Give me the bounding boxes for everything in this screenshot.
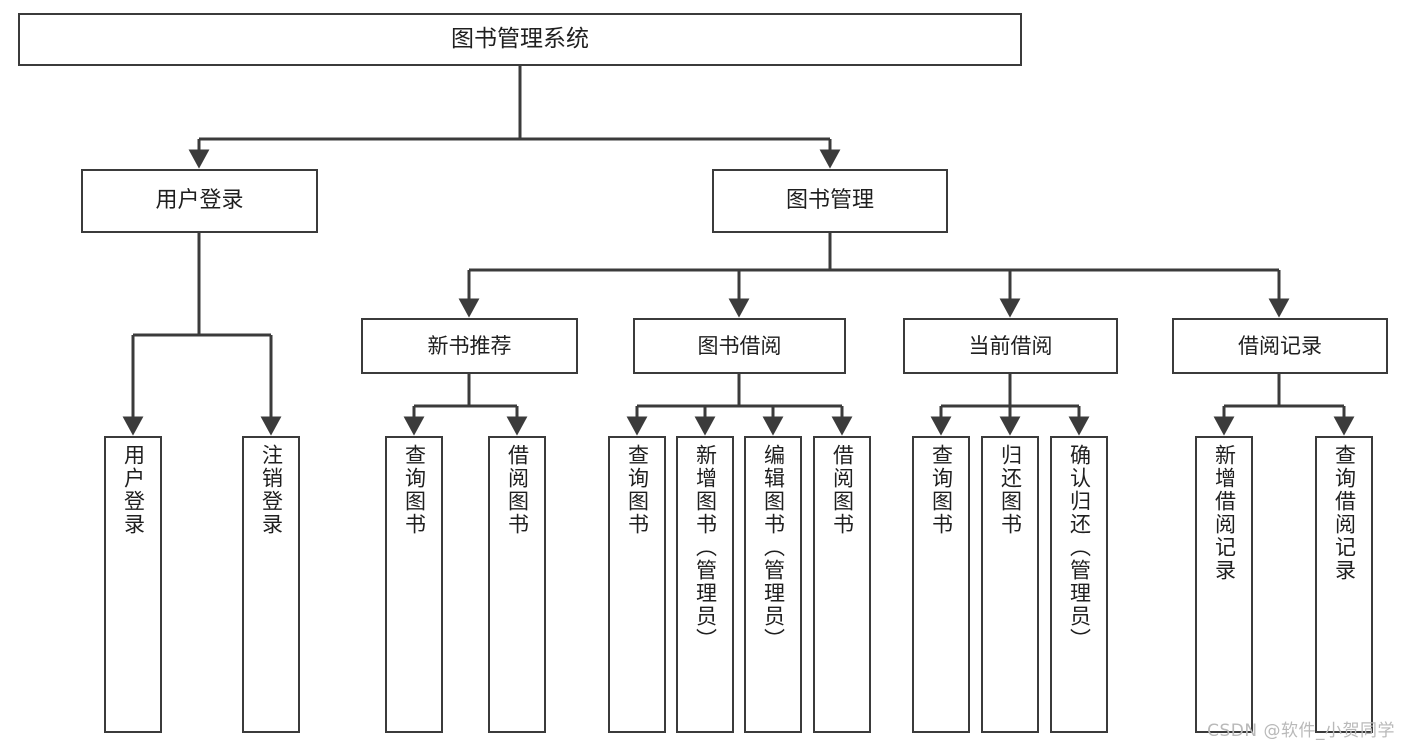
node-leaf-query-book-2[interactable]: 查询图书: [608, 436, 666, 733]
node-leaf-query-book-2-label: 查询图书: [625, 444, 650, 536]
node-leaf-user-login-label: 用户登录: [121, 444, 146, 536]
node-leaf-add-record[interactable]: 新增借阅记录: [1195, 436, 1253, 733]
node-current-borrow[interactable]: 当前借阅: [903, 318, 1118, 374]
csdn-watermark: CSDN @软件_小贺同学: [1207, 721, 1395, 741]
node-leaf-confirm-return-label: 确认归还（管理员）: [1067, 444, 1092, 651]
node-leaf-query-book-1-label: 查询图书: [402, 444, 427, 536]
node-leaf-borrow-book-2-label: 借阅图书: [830, 444, 855, 536]
node-leaf-query-book-1[interactable]: 查询图书: [385, 436, 443, 733]
node-borrow-record[interactable]: 借阅记录: [1172, 318, 1388, 374]
node-leaf-edit-book-label: 编辑图书（管理员）: [761, 444, 786, 651]
node-leaf-edit-book[interactable]: 编辑图书（管理员）: [744, 436, 802, 733]
node-new-book-recommend-label: 新书推荐: [427, 333, 512, 358]
node-book-borrow-label: 图书借阅: [697, 333, 782, 358]
node-book-borrow[interactable]: 图书借阅: [633, 318, 846, 374]
node-leaf-query-book-3-label: 查询图书: [929, 444, 954, 536]
node-leaf-borrow-book-1-label: 借阅图书: [505, 444, 530, 536]
node-leaf-borrow-book-1[interactable]: 借阅图书: [488, 436, 546, 733]
node-book-manage-label: 图书管理: [785, 188, 874, 214]
node-root-system[interactable]: 图书管理系统: [18, 13, 1022, 66]
node-leaf-borrow-book-2[interactable]: 借阅图书: [813, 436, 871, 733]
node-leaf-confirm-return[interactable]: 确认归还（管理员）: [1050, 436, 1108, 733]
node-leaf-query-record-label: 查询借阅记录: [1332, 444, 1357, 582]
node-user-login[interactable]: 用户登录: [81, 169, 318, 233]
node-borrow-record-label: 借阅记录: [1238, 333, 1322, 358]
node-leaf-add-record-label: 新增借阅记录: [1212, 444, 1237, 582]
node-book-manage[interactable]: 图书管理: [712, 169, 948, 233]
node-leaf-query-record[interactable]: 查询借阅记录: [1315, 436, 1373, 733]
node-leaf-query-book-3[interactable]: 查询图书: [912, 436, 970, 733]
node-leaf-return-book-label: 归还图书: [998, 444, 1023, 536]
node-new-book-recommend[interactable]: 新书推荐: [361, 318, 578, 374]
node-current-borrow-label: 当前借阅: [968, 333, 1053, 358]
node-leaf-add-book[interactable]: 新增图书（管理员）: [676, 436, 734, 733]
node-leaf-return-book[interactable]: 归还图书: [981, 436, 1039, 733]
node-leaf-logout-login[interactable]: 注销登录: [242, 436, 300, 733]
node-leaf-logout-login-label: 注销登录: [259, 444, 284, 536]
node-leaf-add-book-label: 新增图书（管理员）: [693, 444, 718, 651]
node-user-login-label: 用户登录: [155, 188, 244, 214]
node-leaf-user-login[interactable]: 用户登录: [104, 436, 162, 733]
node-root-system-label: 图书管理系统: [451, 25, 589, 52]
